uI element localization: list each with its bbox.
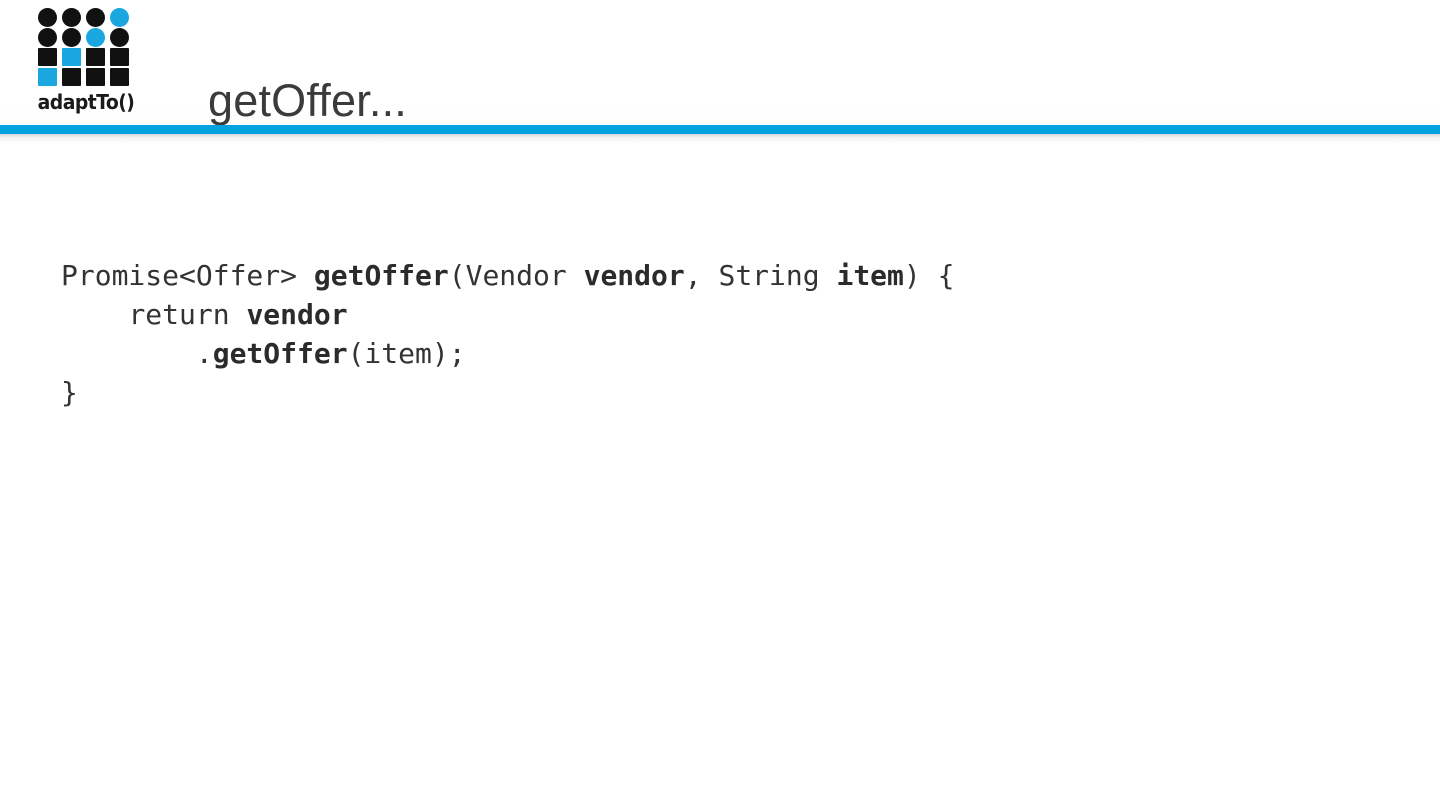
code-token-1-4: vendor (583, 259, 685, 292)
code-token-3-1: . (195, 337, 213, 370)
logo-cell-r2-c2 (62, 28, 81, 47)
adaptto-logo: adaptTo() (27, 4, 145, 122)
slide-title: getOffer... (208, 75, 407, 127)
code-token-1-5: , String (684, 259, 837, 292)
logo-cell-r2-c3 (86, 28, 105, 47)
logo-dot-grid (38, 8, 134, 88)
logo-cell-r2-c1 (38, 28, 57, 47)
header-accent-bar (0, 125, 1440, 134)
slide-body: Promise<Offer> getOffer(Vendor vendor, S… (0, 144, 1440, 810)
code-line-2: return vendor (61, 295, 954, 334)
code-token-1-7: ) { (903, 259, 955, 292)
logo-cell-r2-c4 (110, 28, 129, 47)
code-indent (61, 337, 196, 370)
code-indent (61, 298, 128, 331)
logo-cell-r4-c1 (38, 68, 57, 86)
code-token-1-1: Promise<Offer> (61, 259, 314, 292)
code-token-1-2: getOffer (313, 259, 449, 292)
code-line-3: .getOffer(item); (61, 334, 954, 373)
code-block: Promise<Offer> getOffer(Vendor vendor, S… (61, 256, 954, 412)
logo-cell-r1-c2 (62, 8, 81, 27)
slide-header: adaptTo() getOffer... (0, 0, 1440, 126)
logo-cell-r3-c4 (110, 48, 129, 66)
logo-cell-r1-c1 (38, 8, 57, 27)
code-token-2-1: return (128, 298, 247, 331)
code-token-3-2: getOffer (212, 337, 348, 370)
logo-cell-r1-c4 (110, 8, 129, 27)
logo-cell-r4-c2 (62, 68, 81, 86)
logo-cell-r3-c3 (86, 48, 105, 66)
code-token-1-6: item (836, 259, 904, 292)
code-line-4: } (61, 373, 954, 412)
logo-wordmark: adaptTo() (37, 90, 135, 114)
code-token-4-1: } (61, 376, 78, 409)
logo-cell-r3-c2 (62, 48, 81, 66)
header-accent-shadow (0, 134, 1440, 144)
logo-cell-r4-c3 (86, 68, 105, 86)
code-line-1: Promise<Offer> getOffer(Vendor vendor, S… (61, 256, 954, 295)
logo-cell-r1-c3 (86, 8, 105, 27)
logo-cell-r4-c4 (110, 68, 129, 86)
code-token-3-3: (item); (347, 337, 466, 370)
code-token-1-3: (Vendor (448, 259, 584, 292)
logo-cell-r3-c1 (38, 48, 57, 66)
code-token-2-2: vendor (246, 298, 348, 331)
